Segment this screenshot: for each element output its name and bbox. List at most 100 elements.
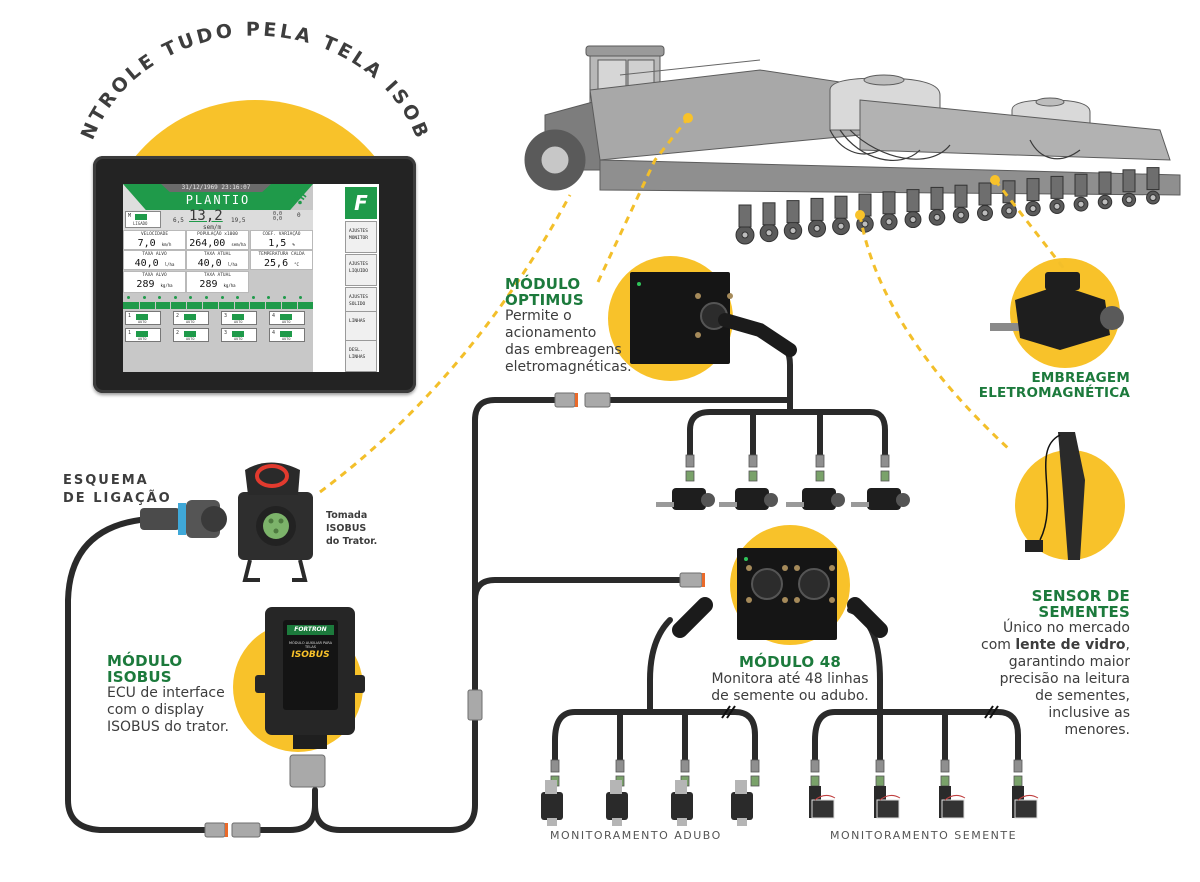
section-indicator bbox=[184, 331, 196, 337]
connector-seals bbox=[225, 393, 705, 837]
row-unit-body bbox=[954, 184, 968, 208]
sensor-desc-6: inclusive as bbox=[1048, 705, 1130, 721]
row-unit-wheel bbox=[1097, 194, 1113, 210]
clutch-unit bbox=[672, 488, 706, 510]
btn-linhas[interactable]: LINHAS bbox=[345, 311, 377, 343]
row-unit-hub bbox=[933, 213, 941, 221]
hydraulic-hoses bbox=[829, 129, 1081, 161]
semente-sensor-board bbox=[1014, 799, 1038, 819]
row-bar-divider bbox=[154, 302, 156, 309]
section-number: 1 bbox=[128, 330, 132, 336]
cell-unit: sem/ha bbox=[231, 242, 246, 247]
drop-connector bbox=[940, 759, 950, 773]
sensor-desc-1: Único no mercado bbox=[1002, 620, 1130, 636]
logo-button[interactable]: F bbox=[345, 187, 377, 219]
status-label: LIGADO bbox=[133, 221, 148, 226]
section-indicator bbox=[232, 314, 244, 320]
adubo-sensor-tube-bottom bbox=[612, 818, 622, 826]
target-value: 13,2 bbox=[189, 208, 223, 224]
clutch-motor bbox=[701, 493, 715, 507]
embreagem-block: EMBREAGEM ELETROMAGNÉTICA bbox=[979, 371, 1130, 401]
drop-connector bbox=[748, 454, 758, 468]
adubo-sensor-tube-bottom bbox=[737, 818, 747, 826]
semente-sensor-wire bbox=[814, 794, 836, 801]
clutch-unit bbox=[735, 488, 769, 510]
row-unit-hub bbox=[1101, 198, 1109, 206]
modulo48-desc-1: Monitora até 48 linhas bbox=[711, 671, 869, 687]
optimus-title-1: MÓDULO bbox=[505, 275, 581, 293]
row-unit-wheel bbox=[1073, 196, 1089, 212]
status-box[interactable]: M LIGADO bbox=[125, 211, 161, 228]
section-mode: AUTO bbox=[282, 337, 291, 341]
embreagem-title-2: ELETROMAGNÉTICA bbox=[978, 385, 1130, 401]
btn-ajustes-monitor[interactable]: AJUSTES MONITOR bbox=[345, 221, 377, 253]
row-unit-body bbox=[1074, 173, 1088, 197]
row-dot bbox=[173, 296, 177, 299]
row-bar-divider bbox=[138, 302, 140, 309]
section-indicator bbox=[232, 331, 244, 337]
drop-connector-mate bbox=[615, 775, 625, 787]
cell-label: TAXA ALVO bbox=[142, 273, 167, 278]
row-unit-body bbox=[1002, 180, 1016, 204]
target-min: 6,5 bbox=[173, 217, 184, 224]
row-unit-wheel bbox=[928, 209, 946, 226]
row-unit-body bbox=[738, 204, 752, 228]
row-unit-hub bbox=[1125, 196, 1133, 204]
row-unit-hub bbox=[741, 231, 749, 239]
optimus-branch bbox=[687, 409, 888, 458]
sensor-desc-2-pre: com bbox=[981, 637, 1016, 653]
semente-sensor-board bbox=[876, 799, 900, 819]
clutch-shaft bbox=[851, 502, 869, 507]
drop-connector bbox=[810, 759, 820, 773]
row-dot bbox=[127, 296, 130, 299]
sensor-desc-2: com lente de vidro, bbox=[981, 637, 1130, 654]
clutch-shaft bbox=[786, 502, 804, 507]
section-mode: AUTO bbox=[234, 320, 243, 324]
modulo-optimus-block: MÓDULO OPTIMUS Permite o acionamento das… bbox=[505, 276, 632, 376]
btn-desl-linhas[interactable]: DESL. LINHAS bbox=[345, 340, 377, 372]
m48-left-lead bbox=[647, 617, 673, 715]
drop-connector bbox=[550, 759, 560, 773]
semente-sensor-board bbox=[941, 799, 965, 819]
btn-ajustes-liquido[interactable]: AJUSTES LIQUIDO bbox=[345, 254, 377, 286]
optimus-desc-4: eletromagnéticas. bbox=[505, 359, 632, 375]
row-unit-body bbox=[810, 197, 824, 221]
adubo-sensor-tube-bottom bbox=[547, 818, 557, 826]
row-unit-hub bbox=[885, 218, 893, 226]
row-unit-wheel bbox=[904, 211, 922, 229]
row-unit-hub bbox=[1053, 202, 1061, 210]
tomada-line-3: do Trator. bbox=[326, 536, 378, 547]
drop-connector-mate bbox=[880, 470, 890, 482]
cable-to-modulo48 bbox=[472, 577, 683, 603]
row-dot bbox=[283, 296, 286, 299]
adubo-sensor bbox=[541, 792, 563, 820]
section-number: 3 bbox=[224, 313, 228, 319]
row-unit-hub bbox=[861, 220, 869, 228]
cell-value: 1,5 % bbox=[251, 238, 312, 251]
aux-value-c: 0 bbox=[297, 212, 301, 219]
row-unit-body bbox=[930, 186, 944, 210]
sensor-desc-5: de sementes, bbox=[1035, 688, 1130, 704]
row-unit-wheel bbox=[1025, 200, 1041, 217]
semente-sensor bbox=[809, 786, 821, 818]
section-mode: AUTO bbox=[186, 320, 195, 324]
section-number: 4 bbox=[272, 330, 276, 336]
row-unit-hub bbox=[981, 209, 989, 217]
cell-value-number: 289 bbox=[199, 279, 218, 290]
row-unit-body bbox=[1122, 169, 1136, 193]
drop-connector-mate bbox=[680, 775, 690, 787]
row-unit-hub bbox=[1029, 205, 1037, 213]
clutch-shaft bbox=[656, 502, 674, 507]
row-status-bar bbox=[123, 302, 313, 309]
section-indicator bbox=[136, 331, 148, 337]
